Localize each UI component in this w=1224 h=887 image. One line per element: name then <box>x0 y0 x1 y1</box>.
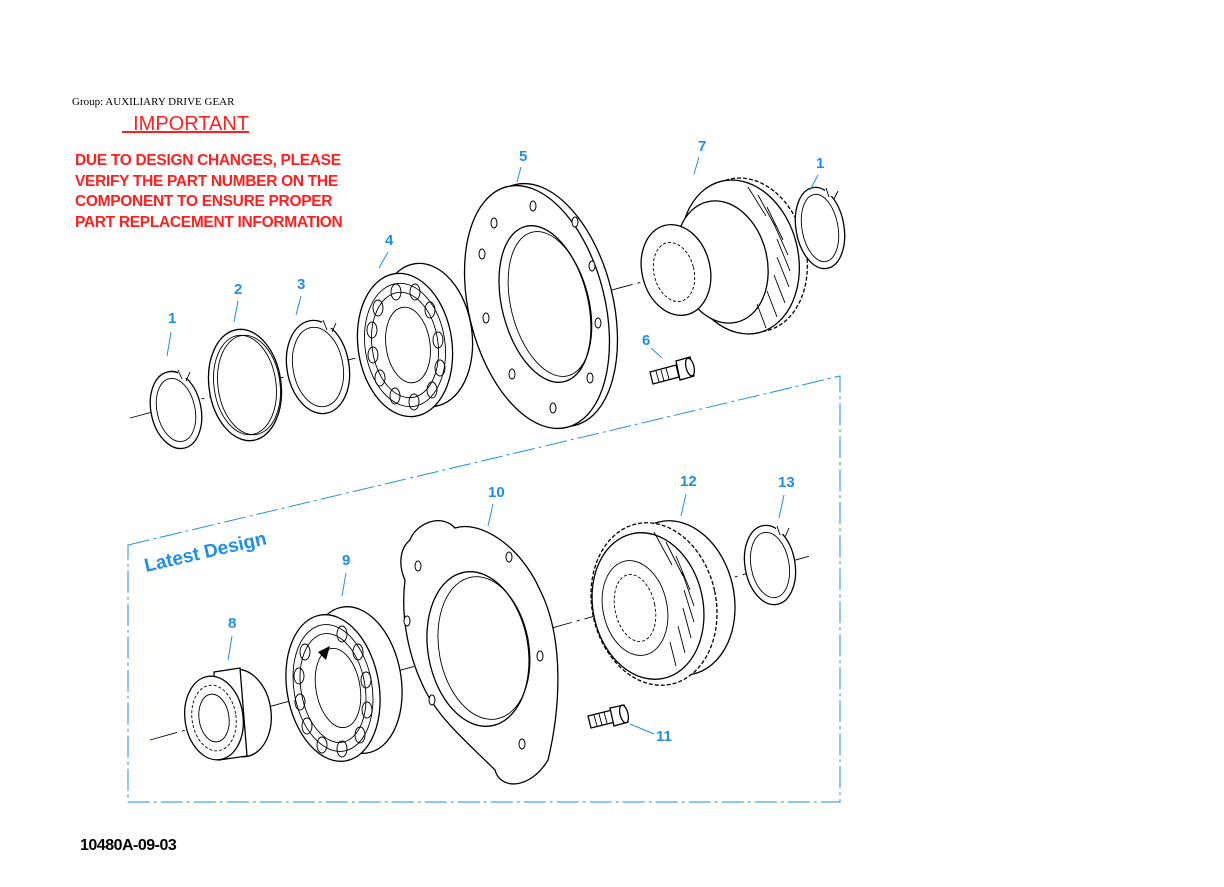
callout-1-right: 1 <box>816 155 824 172</box>
callout-2: 2 <box>234 281 242 298</box>
warning-line: DUE TO DESIGN CHANGES, PLEASE <box>75 152 341 169</box>
callout-12: 12 <box>680 473 697 490</box>
part-9-roller-bearing <box>285 606 403 762</box>
warning-line: VERIFY THE PART NUMBER ON THE <box>75 172 338 190</box>
figure-id: 10480A-09-03 <box>80 837 177 854</box>
part-1-snap-ring-left <box>149 368 203 450</box>
warning-line: PART REPLACEMENT INFORMATION <box>75 213 343 231</box>
callout-9: 9 <box>342 552 350 569</box>
callout-13: 13 <box>778 474 795 491</box>
callout-11: 11 <box>656 728 672 745</box>
design-change-warning: DUE TO DESIGN CHANGES, PLEASE VERIFY THE… <box>75 151 405 233</box>
callout-10: 10 <box>488 484 505 501</box>
callout-4: 4 <box>385 232 394 249</box>
callout-6: 6 <box>642 332 650 349</box>
part-8-splined-hub <box>184 667 272 761</box>
callout-3: 3 <box>297 276 305 293</box>
part-13-snap-ring <box>743 524 797 606</box>
part-4-roller-bearing <box>356 262 474 418</box>
part-11-bolt <box>587 704 630 729</box>
part-7-drive-gear <box>640 177 809 335</box>
part-10-housing-plate <box>400 520 559 785</box>
latest-design-frame <box>127 375 841 803</box>
part-5-flange-plate <box>463 182 619 430</box>
part-12-gear <box>590 520 736 686</box>
important-heading: IMPORTANT <box>122 113 250 135</box>
callout-5: 5 <box>519 148 527 165</box>
part-6-bolt <box>649 356 696 385</box>
warning-line: COMPONENT TO ENSURE PROPER <box>75 193 333 210</box>
part-3-snap-ring <box>285 318 351 415</box>
part-1-snap-ring-right <box>794 186 846 270</box>
part-2-ring <box>207 328 283 442</box>
callout-7: 7 <box>698 138 706 155</box>
group-title: Group: AUXILIARY DRIVE GEAR <box>72 96 235 108</box>
latest-design-label: Latest Design <box>142 528 268 576</box>
callout-8: 8 <box>228 615 236 632</box>
callout-1-left: 1 <box>168 310 176 327</box>
